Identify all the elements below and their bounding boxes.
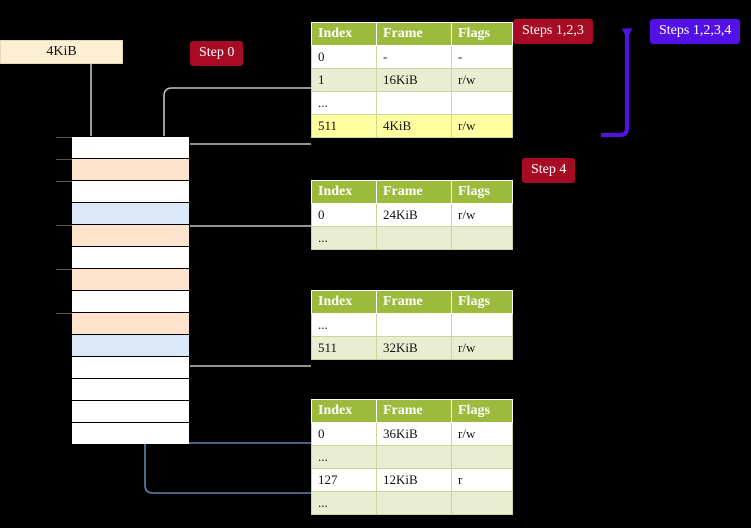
page-table-flags [451, 226, 513, 250]
page-table-index: ... [311, 445, 377, 469]
page-table-index: 0 [311, 422, 377, 446]
memory-frame-row [72, 357, 189, 379]
memory-row-tick [56, 225, 72, 226]
memory-frame-row [72, 203, 189, 225]
page-table-frame [376, 313, 452, 337]
column-header-index: Index [311, 290, 377, 314]
badge-steps-123: Steps 1,2,3 [513, 19, 593, 44]
memory-row-tick [56, 269, 72, 270]
memory-frame-row [72, 313, 189, 335]
badge-step-4: Step 4 [522, 158, 576, 183]
page-table-frame: 4KiB [376, 114, 452, 138]
badge-steps-123-label: Steps 1,2,3 [522, 23, 584, 38]
column-header-flags: Flags [451, 290, 513, 314]
badge-step-0: Step 0 [190, 41, 244, 66]
column-header-frame: Frame [376, 22, 452, 46]
page-table-frame [376, 226, 452, 250]
wire-pdpt-row0 [176, 225, 311, 266]
table-row[interactable]: ... [311, 91, 513, 115]
page-table-flags [451, 313, 513, 337]
memory-row-tick [56, 181, 72, 182]
column-header-flags: Flags [451, 180, 513, 204]
page-table-index: ... [311, 91, 377, 115]
memory-row-tick [56, 137, 72, 138]
column-header-index: Index [311, 180, 377, 204]
memory-frame-row [72, 269, 189, 291]
badge-step-0-label: Step 0 [199, 45, 235, 60]
memory-row-tick [56, 313, 72, 314]
badge-step-4-label: Step 4 [531, 162, 567, 177]
wire-steps-bracket [601, 28, 633, 137]
memory-frame-row [72, 137, 189, 159]
frame-size-label: 4KiB [0, 40, 123, 64]
page-table-frame [376, 91, 452, 115]
page-table-flags: - [451, 45, 513, 69]
physical-memory-column [56, 136, 190, 444]
page-table-frame: - [376, 45, 452, 69]
column-header-index: Index [311, 22, 377, 46]
column-header-frame: Frame [376, 399, 452, 423]
table-row[interactable]: ... [311, 226, 513, 250]
page-table-frame: 32KiB [376, 336, 452, 360]
page-table-index: 0 [311, 45, 377, 69]
page-table-frame: 36KiB [376, 422, 452, 446]
memory-frame-row [72, 423, 189, 444]
page-table-frame: 12KiB [376, 468, 452, 492]
page-table-index: ... [311, 491, 377, 515]
memory-frame-row [72, 181, 189, 203]
column-header-flags: Flags [451, 22, 513, 46]
page-table-index: ... [311, 226, 377, 250]
page-table-index: 1 [311, 68, 377, 92]
memory-frame-row [72, 291, 189, 313]
memory-row-tick [56, 159, 72, 160]
memory-frame-row [72, 335, 189, 357]
page-table-index: 127 [311, 468, 377, 492]
column-header-flags: Flags [451, 399, 513, 423]
memory-frame-row [72, 159, 189, 181]
page-table-index: ... [311, 313, 377, 337]
table-row[interactable]: ... [311, 445, 513, 469]
table-row[interactable]: 0-- [311, 45, 513, 69]
badge-steps-1234-label: Steps 1,2,3,4 [659, 23, 732, 38]
page-table-index: 511 [311, 114, 377, 138]
page-table-frame: 16KiB [376, 68, 452, 92]
column-header-index: Index [311, 399, 377, 423]
memory-frame-row [72, 379, 189, 401]
column-header-frame: Frame [376, 290, 452, 314]
page-table-flags [451, 445, 513, 469]
memory-frame-row [72, 401, 189, 423]
page-table-flags: r/w [451, 336, 513, 360]
page-table-flags: r/w [451, 422, 513, 446]
page-table-flags: r/w [451, 114, 513, 138]
page-table-flags: r/w [451, 203, 513, 227]
wire-pml4-row511 [176, 143, 311, 162]
page-table-flags: r [451, 468, 513, 492]
page-table-flags: r/w [451, 68, 513, 92]
page-table-frame: 24KiB [376, 203, 452, 227]
wire-pd-row511 [170, 307, 311, 367]
page-table-index: 511 [311, 336, 377, 360]
memory-frame-row [72, 225, 189, 247]
page-table-flags [451, 491, 513, 515]
page-table-flags [451, 91, 513, 115]
page-table-frame [376, 491, 452, 515]
page-table-frame [376, 445, 452, 469]
table-row[interactable]: ... [311, 491, 513, 515]
memory-frame-row [72, 247, 189, 269]
page-table-index: 0 [311, 203, 377, 227]
column-header-frame: Frame [376, 180, 452, 204]
badge-steps-1234: Steps 1,2,3,4 [650, 19, 741, 44]
frame-size-text: 4KiB [46, 44, 77, 59]
table-row[interactable]: ... [311, 313, 513, 337]
